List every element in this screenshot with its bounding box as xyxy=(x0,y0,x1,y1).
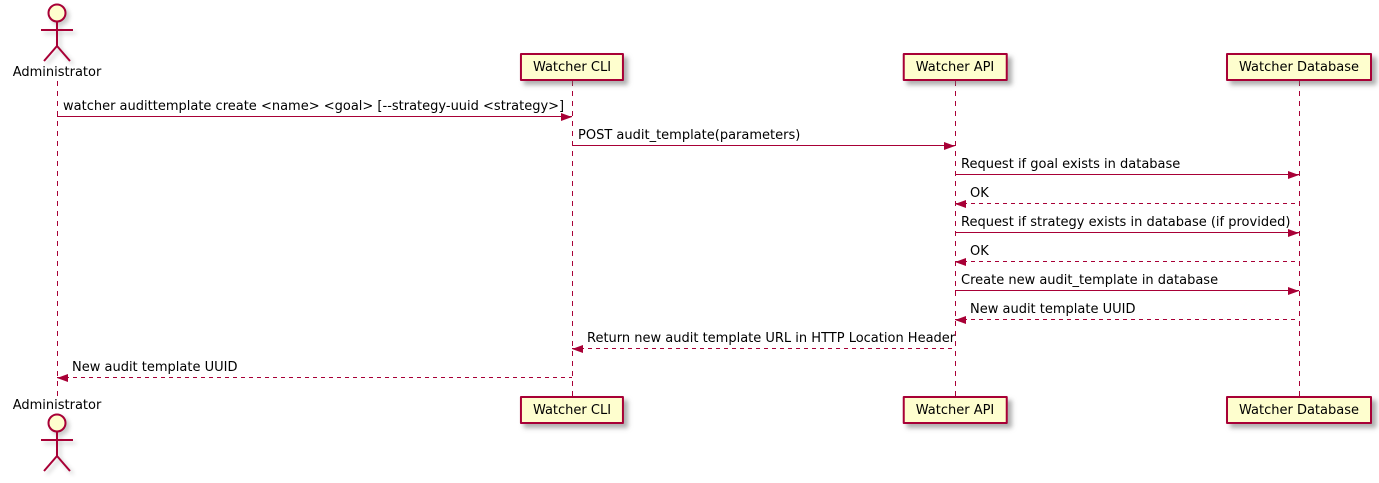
actor-stick-figure-icon xyxy=(41,3,73,62)
arrowhead-right-icon xyxy=(944,142,955,150)
message-new-uuid-to-admin: New audit template UUID xyxy=(57,360,572,382)
message-line xyxy=(955,232,1299,233)
message-strategy-ok: OK xyxy=(955,244,1299,266)
message-return-url-location-header: Return new audit template URL in HTTP Lo… xyxy=(572,331,956,353)
participant-watcher-api-bottom: Watcher API xyxy=(902,396,1008,424)
message-create-in-database: Create new audit_template in database xyxy=(955,273,1299,295)
lifeline-watcher-cli xyxy=(572,81,573,397)
message-label: Return new audit template URL in HTTP Lo… xyxy=(587,331,956,346)
message-label: watcher audittemplate create <name> <goa… xyxy=(63,99,565,114)
arrowhead-left-icon xyxy=(572,345,583,353)
arrowhead-left-icon xyxy=(57,374,68,382)
message-line xyxy=(955,203,1299,204)
lifeline-watcher-api xyxy=(955,81,956,397)
message-label: Create new audit_template in database xyxy=(961,273,1219,288)
arrowhead-left-icon xyxy=(955,200,966,208)
message-line xyxy=(57,377,572,378)
message-label: Request if strategy exists in database (… xyxy=(961,215,1291,230)
participant-watcher-database-top: Watcher Database xyxy=(1226,53,1372,81)
actor-label-top: Administrator xyxy=(12,65,102,80)
lifeline-watcher-database xyxy=(1299,81,1300,397)
arrowhead-left-icon xyxy=(955,258,966,266)
participant-watcher-cli-bottom: Watcher CLI xyxy=(519,396,625,424)
participant-watcher-database-bottom: Watcher Database xyxy=(1226,396,1372,424)
message-line xyxy=(572,145,955,146)
message-line xyxy=(57,116,572,117)
message-line xyxy=(572,348,955,349)
message-label: OK xyxy=(970,244,989,259)
message-goal-ok: OK xyxy=(955,186,1299,208)
message-label: POST audit_template(parameters) xyxy=(578,128,801,143)
arrowhead-right-icon xyxy=(1288,287,1299,295)
actor-label-bottom: Administrator xyxy=(12,398,102,413)
message-request-strategy-exists: Request if strategy exists in database (… xyxy=(955,215,1299,237)
arrowhead-right-icon xyxy=(1288,229,1299,237)
actor-stick-figure-icon xyxy=(41,413,73,472)
lifeline-administrator xyxy=(57,81,58,397)
message-create-audittemplate: watcher audittemplate create <name> <goa… xyxy=(57,99,572,121)
message-label: New audit template UUID xyxy=(72,360,238,375)
arrowhead-right-icon xyxy=(1288,171,1299,179)
message-request-goal-exists: Request if goal exists in database xyxy=(955,157,1299,179)
arrowhead-left-icon xyxy=(955,316,966,324)
message-line xyxy=(955,261,1299,262)
message-label: OK xyxy=(970,186,989,201)
message-new-uuid-from-db: New audit template UUID xyxy=(955,302,1299,324)
message-label: Request if goal exists in database xyxy=(961,157,1181,172)
arrowhead-right-icon xyxy=(561,113,572,121)
message-post-audit-template: POST audit_template(parameters) xyxy=(572,128,955,150)
message-line xyxy=(955,290,1299,291)
participant-watcher-cli-top: Watcher CLI xyxy=(519,53,625,81)
message-line xyxy=(955,319,1299,320)
message-label: New audit template UUID xyxy=(970,302,1136,317)
message-line xyxy=(955,174,1299,175)
participant-watcher-api-top: Watcher API xyxy=(902,53,1008,81)
